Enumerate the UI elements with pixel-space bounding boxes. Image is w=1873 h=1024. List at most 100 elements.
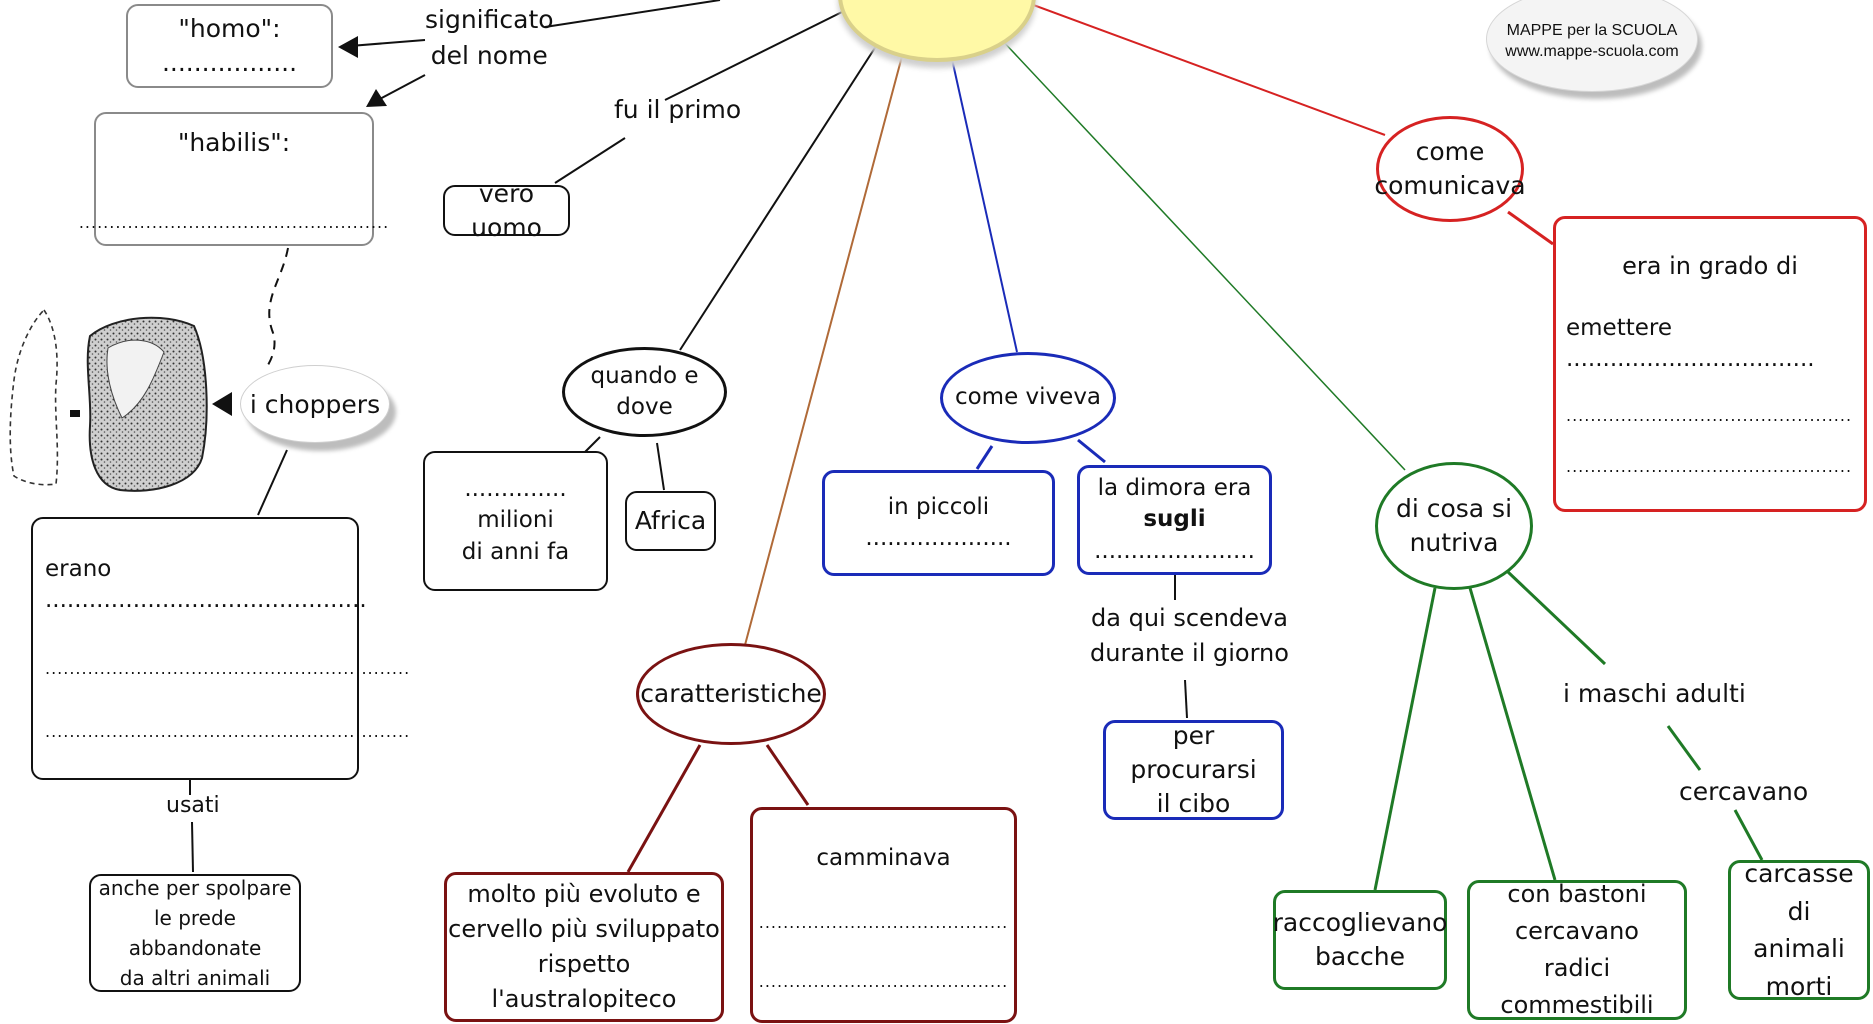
chopper-stone-highlight <box>106 339 165 419</box>
link-quando-milioni <box>584 436 601 453</box>
oval-nutriva-line: di cosa si <box>1395 494 1513 524</box>
oval-come-viveva-text: come viveva <box>954 384 1102 411</box>
link-viveva-dimora <box>1077 438 1106 464</box>
oval-quando-e-dove[interactable]: quando e dove <box>562 347 727 437</box>
label-line: da qui scendeva <box>1091 604 1288 632</box>
link-primo-vero-uomo <box>554 137 626 184</box>
link-sun-primo <box>664 7 851 101</box>
box-spolpare-line: anche per spolpare <box>98 876 292 900</box>
box-con-bastoni[interactable]: con bastoni cercavano radici commestibil… <box>1467 880 1687 1020</box>
label-da-qui-scendeva: da qui scendeva durante il giorno <box>1090 601 1289 671</box>
oval-i-choppers-text: i choppers <box>249 389 381 419</box>
box-bastoni-line: cercavano <box>1514 916 1639 945</box>
arrowhead-choppers <box>212 392 232 416</box>
box-evoluto-line: rispetto l'australopiteco <box>491 950 677 1013</box>
oval-comunicava-line: come <box>1415 137 1485 167</box>
link-quando-africa <box>656 442 665 491</box>
box-procurarsi-line: per procurarsi <box>1130 721 1257 785</box>
box-carcasse-line: carcasse di <box>1744 859 1854 926</box>
label-usati: usati <box>166 793 220 818</box>
box-evoluto[interactable]: molto più evoluto e cervello più svilupp… <box>444 872 724 1022</box>
arrowhead-homo <box>338 36 358 58</box>
box-procurarsi-line: il cibo <box>1156 788 1231 818</box>
box-camminava[interactable]: camminava ..............................… <box>750 807 1017 1023</box>
box-milioni-line: di anni fa <box>461 538 570 565</box>
box-africa-text: Africa <box>634 506 707 536</box>
box-milioni-line: .............. milioni <box>464 476 567 534</box>
watermark-title: MAPPE per la SCUOLA <box>1506 22 1678 40</box>
box-bacche-line: bacche <box>1315 942 1405 971</box>
link-scendeva-cibo <box>1184 679 1188 719</box>
link-choppers-erano <box>257 449 288 516</box>
watermark-url: www.mappe-scuola.com <box>1505 43 1679 60</box>
arrow-to-homo <box>349 39 426 47</box>
box-carcasse[interactable]: carcasse di animali morti <box>1728 859 1870 1001</box>
arrow-to-habilis <box>377 74 426 101</box>
oval-caratteristiche[interactable]: caratteristiche <box>636 643 826 745</box>
box-camminava-dots-2: ........................................… <box>758 972 1009 992</box>
link-viveva-piccoli <box>975 445 994 470</box>
box-evoluto-line: molto più evoluto e <box>467 880 701 909</box>
box-bastoni-line: con bastoni <box>1507 879 1647 908</box>
chopper-stone-image <box>9 308 208 492</box>
arrowhead-habilis <box>366 89 387 107</box>
box-africa[interactable]: Africa <box>625 491 716 551</box>
link-sun-significato <box>544 0 721 28</box>
box-grado-title: era in grado di <box>1622 252 1798 281</box>
box-erano-dots-2: ........................................… <box>45 722 411 742</box>
oval-i-choppers[interactable]: i choppers <box>240 365 390 443</box>
box-dimora-line: la dimora era <box>1097 475 1252 502</box>
label-i-maschi-adulti: i maschi adulti <box>1563 679 1746 708</box>
box-spolpare[interactable]: anche per spolpare le prede abbandonate … <box>89 874 301 992</box>
link-sun-quando <box>679 39 881 351</box>
box-dimora-sugli: sugli <box>1143 506 1206 533</box>
box-grado-dots-2: ........................................… <box>1566 457 1853 477</box>
link-sun-caratteristiche <box>744 44 906 646</box>
box-habilis-dots: ........................................… <box>78 213 390 233</box>
box-vero-uomo[interactable]: vero uomo <box>443 179 570 242</box>
label-cercavano: cercavano <box>1679 777 1809 806</box>
box-spolpare-line: le prede abbandonate <box>128 906 262 960</box>
box-vero-uomo-text: vero uomo <box>471 178 542 242</box>
oval-caratteristiche-text: caratteristiche <box>640 679 822 709</box>
link-comunicava-grado <box>1507 210 1554 246</box>
oval-nutriva-line: nutriva <box>1409 528 1499 557</box>
link-sun-comunicava <box>1019 0 1386 136</box>
box-era-in-grado[interactable]: era in grado di emettere ...............… <box>1553 216 1867 512</box>
link-sun-nutriva <box>999 37 1406 471</box>
link-usati-spolpare <box>191 821 194 873</box>
box-erano[interactable]: erano ..................................… <box>31 517 409 780</box>
box-dimora[interactable]: la dimora era sugli ....................… <box>1077 465 1272 575</box>
box-in-piccoli[interactable]: in piccoli .................... <box>822 470 1055 576</box>
link-caratt-camminava <box>765 744 810 806</box>
box-grado-dots-1: ........................................… <box>1566 405 1853 425</box>
box-raccoglievano-bacche[interactable]: raccoglievano bacche <box>1273 890 1447 990</box>
oval-come-viveva[interactable]: come viveva <box>940 352 1116 444</box>
label-significato-del-nome: significato del nome <box>425 2 554 75</box>
box-camminava-dots-1: ........................................… <box>758 912 1009 932</box>
box-milioni[interactable]: .............. milioni di anni fa <box>423 451 608 591</box>
box-in-piccoli-text: in piccoli .................... <box>865 493 1012 551</box>
oval-come-comunicava[interactable]: come comunicava <box>1374 116 1526 222</box>
box-carcasse-line: animali <box>1753 934 1845 963</box>
chopper-dash-mark <box>70 410 80 417</box>
link-maschi-cercavano <box>1666 725 1702 771</box>
link-habilis-choppers <box>267 247 289 366</box>
box-dimora-sugli-line: sugli ...................... <box>1080 504 1269 566</box>
box-habilis[interactable]: "habilis": .............................… <box>79 112 388 246</box>
box-spolpare-line: da altri animali <box>119 966 271 990</box>
box-homo-text: "homo": ................. <box>161 14 298 77</box>
oval-di-cosa-si-nutriva[interactable]: di cosa si nutriva <box>1375 462 1533 590</box>
oval-quando-e-dove-text: quando e dove <box>590 362 699 420</box>
link-nutriva-maschi <box>1506 570 1607 666</box>
box-erano-line: erano ..................................… <box>45 555 367 613</box>
box-camminava-title: camminava <box>816 844 951 871</box>
oval-comunicava-line: comunicava <box>1374 171 1526 200</box>
box-procurarsi-cibo[interactable]: per procurarsi il cibo <box>1103 720 1284 820</box>
box-homo[interactable]: "homo": ................. <box>126 4 333 88</box>
link-caratt-evoluto <box>626 744 702 873</box>
link-cercavano-carcasse <box>1733 809 1764 861</box>
box-carcasse-line: morti <box>1765 971 1833 1001</box>
link-nutriva-bacche <box>1373 587 1437 891</box>
